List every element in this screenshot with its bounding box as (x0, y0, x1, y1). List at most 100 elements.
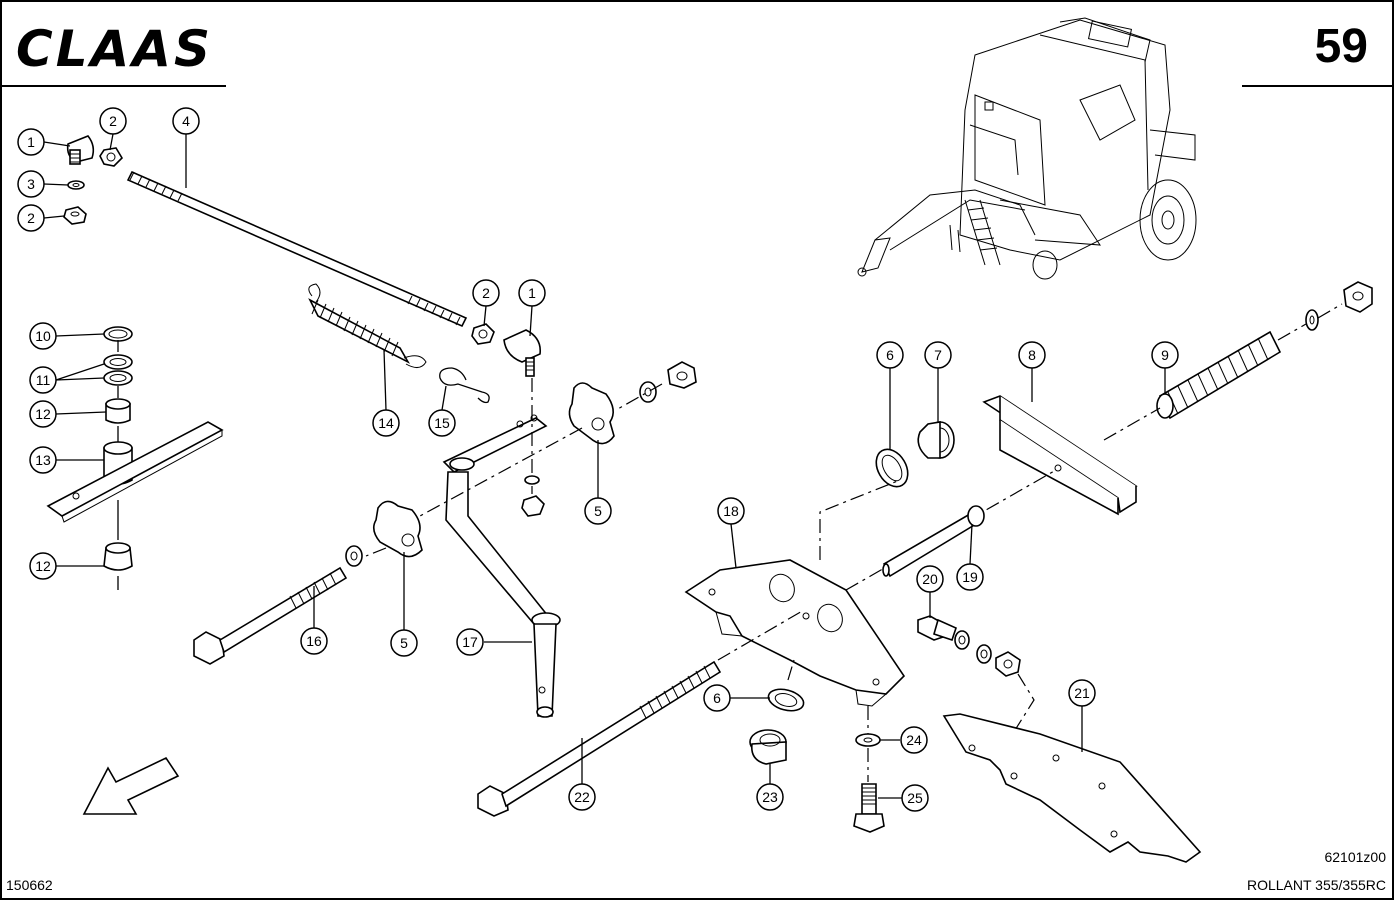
callout-22: 22 (568, 783, 596, 811)
callout-7: 7 (924, 341, 952, 369)
callout-21: 21 (1068, 679, 1096, 707)
bolt-25 (853, 783, 885, 833)
drawing-code: 62101z00 (1324, 849, 1386, 865)
svg-text:2: 2 (109, 113, 117, 129)
callout-2-rod-end: 2 (472, 279, 500, 307)
washer-lever-bottom (345, 545, 363, 567)
grommet-7 (917, 421, 955, 459)
callout-25: 25 (901, 784, 929, 812)
svg-text:23: 23 (762, 789, 778, 805)
bushing-12-bottom (103, 542, 133, 571)
callout-5-upper: 5 (584, 497, 612, 525)
callout-8: 8 (1018, 341, 1046, 369)
callout-20: 20 (916, 565, 944, 593)
axis-line-22 (717, 609, 805, 661)
callout-13: 13 (29, 446, 57, 474)
callout-2-top: 2 (99, 107, 127, 135)
svg-text:1: 1 (27, 134, 35, 150)
washer-9 (1305, 309, 1319, 331)
lever-17 (445, 471, 561, 718)
model-name: ROLLANT 355/355RC (1247, 877, 1386, 893)
axis-line-spring9 (1103, 303, 1343, 441)
svg-text:6: 6 (713, 690, 721, 706)
svg-text:11: 11 (36, 372, 51, 388)
svg-text:10: 10 (35, 328, 51, 344)
seal-ring-10 (103, 326, 133, 342)
callout-9: 9 (1151, 341, 1179, 369)
rod-4 (126, 170, 468, 328)
pin-19 (882, 505, 985, 578)
svg-text:21: 21 (1074, 685, 1090, 701)
svg-text:13: 13 (35, 452, 51, 468)
grommet-23 (749, 729, 787, 765)
svg-text:12: 12 (35, 558, 51, 574)
svg-text:16: 16 (306, 633, 322, 649)
callout-3: 3 (17, 170, 45, 198)
svg-text:15: 15 (434, 415, 450, 431)
callout-17: 17 (456, 628, 484, 656)
svg-text:19: 19 (962, 569, 978, 585)
callout-14: 14 (372, 409, 400, 437)
washer-24 (855, 733, 881, 747)
washer-3 (67, 180, 85, 190)
knob-5-lower (372, 500, 423, 558)
callout-18: 18 (717, 497, 745, 525)
callout-5-lower: 5 (390, 629, 418, 657)
direction-arrow (82, 756, 180, 815)
callout-15: 15 (428, 409, 456, 437)
svg-text:14: 14 (378, 415, 394, 431)
svg-text:24: 24 (906, 732, 922, 748)
callout-23: 23 (756, 783, 784, 811)
callout-24: 24 (900, 726, 928, 754)
svg-text:17: 17 (462, 634, 478, 650)
nut-9 (1343, 281, 1373, 313)
page-number: 59 (1315, 20, 1368, 73)
svg-text:2: 2 (482, 285, 490, 301)
callout-12-top: 12 (29, 400, 57, 428)
svg-text:7: 7 (934, 347, 942, 363)
svg-text:3: 3 (27, 176, 35, 192)
plate-18 (684, 559, 906, 707)
svg-text:1: 1 (528, 285, 536, 301)
svg-text:2: 2 (27, 210, 35, 226)
ball-joint-1-top (66, 135, 95, 165)
nut-2-rod-end (471, 323, 495, 345)
washer-20b (976, 644, 992, 664)
svg-text:18: 18 (723, 503, 739, 519)
footer-left-code: 150662 (6, 877, 53, 893)
washer-lever (639, 381, 657, 403)
svg-text:20: 20 (922, 571, 938, 587)
callout-6-top: 6 (876, 341, 904, 369)
nut-20 (995, 651, 1021, 677)
svg-text:25: 25 (907, 790, 923, 806)
hook-15 (439, 367, 490, 404)
rings-11 (103, 354, 133, 386)
callout-1-top: 1 (17, 128, 45, 156)
callout-2-lower: 2 (17, 204, 45, 232)
nut-under-lever (521, 475, 545, 517)
svg-text:22: 22 (574, 789, 590, 805)
svg-text:5: 5 (400, 635, 408, 651)
washer-20a (954, 630, 970, 650)
axis-line-lever (365, 383, 663, 557)
ball-joint-1-rod-end (503, 329, 542, 377)
lever-arm-upper (442, 414, 548, 473)
baler-thumbnail (857, 17, 1197, 280)
callout-6-bottom: 6 (703, 684, 731, 712)
axis-line-23 (787, 659, 795, 681)
svg-text:4: 4 (182, 113, 190, 129)
knob-5-upper (568, 382, 615, 445)
nut-2-top (99, 147, 124, 167)
callout-1-rod-end: 1 (518, 279, 546, 307)
callout-12-bottom: 12 (29, 552, 57, 580)
spring-9 (1156, 330, 1282, 420)
callout-10: 10 (29, 322, 57, 350)
leader-lines (43, 133, 1166, 799)
spring-14 (308, 283, 427, 368)
callout-16: 16 (300, 627, 328, 655)
callout-4: 4 (172, 107, 200, 135)
plate-21 (942, 713, 1202, 863)
callout-19: 19 (956, 563, 984, 591)
